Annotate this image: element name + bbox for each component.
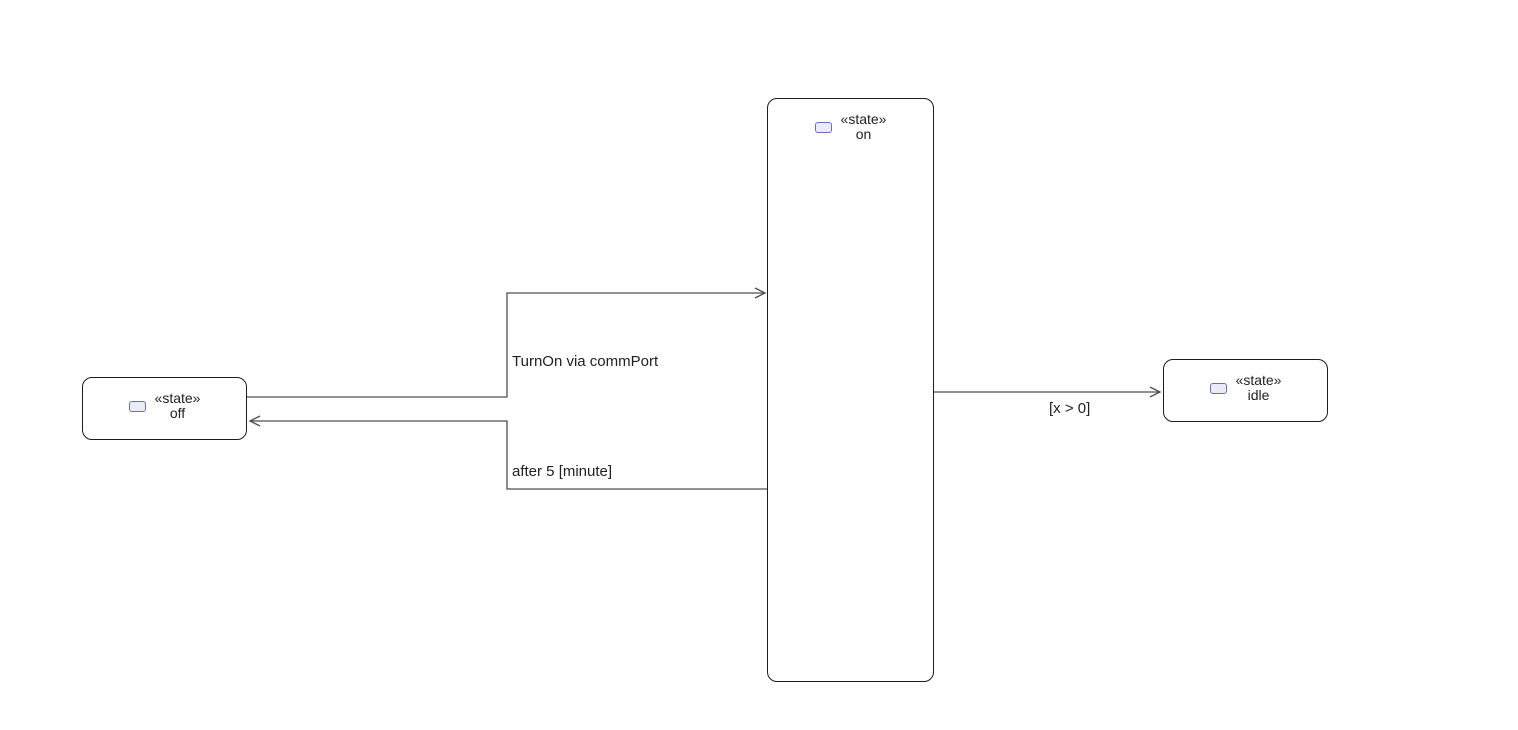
state-node-off[interactable]: «state» off [82, 377, 247, 440]
state-stereotype: «state» [154, 390, 201, 406]
transition-label-after-5-minute[interactable]: after 5 [minute] [512, 463, 613, 480]
state-name: idle [1247, 387, 1270, 403]
state-header: «state» idle [1209, 373, 1282, 403]
state-title: «state» idle [1236, 373, 1282, 403]
state-icon [128, 400, 146, 412]
state-node-idle[interactable]: «state» idle [1163, 359, 1328, 422]
state-name: off [169, 405, 186, 421]
transition-label-guard-x-gt-0[interactable]: [x > 0] [1049, 400, 1091, 417]
state-node-on[interactable]: «state» on [767, 98, 934, 682]
state-title: «state» on [841, 112, 887, 142]
state-icon [1209, 382, 1227, 394]
state-title: «state» off [155, 391, 201, 421]
transition-on-to-off[interactable] [248, 415, 767, 490]
state-stereotype: «state» [840, 111, 887, 127]
state-header: «state» on [814, 112, 887, 142]
state-icon [814, 121, 832, 133]
state-header: «state» off [128, 391, 201, 421]
state-name: on [855, 126, 872, 142]
state-stereotype: «state» [1235, 372, 1282, 388]
transition-off-to-on[interactable] [247, 287, 767, 398]
transition-label-turnon-via-commport[interactable]: TurnOn via commPort [512, 353, 659, 370]
